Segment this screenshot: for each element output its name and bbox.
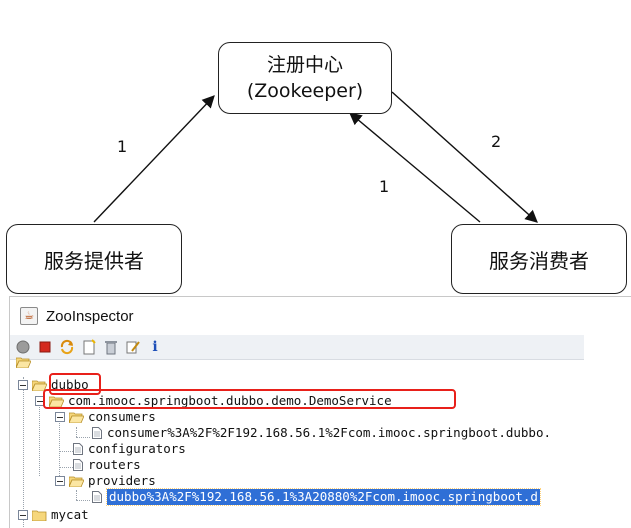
tree-node-label: configurators: [88, 441, 186, 456]
edge-label-consumer-registry: 1: [379, 177, 390, 196]
connect-icon[interactable]: [14, 338, 32, 356]
consumer-node: 服务消费者: [451, 224, 627, 294]
registry-title: 注册中心: [266, 54, 343, 76]
provider-label: 服务提供者: [44, 248, 144, 273]
tree-node-label: mycat: [51, 507, 89, 522]
add-node-icon[interactable]: [80, 338, 98, 356]
node-tree: dubbo com.imooc.springboot.dubbo.demo.De…: [10, 357, 580, 528]
collapse-toggle[interactable]: [55, 476, 65, 486]
edge-label-registry-consumer: 2: [491, 132, 502, 151]
registry-subtitle: (Zookeeper): [246, 80, 364, 102]
info-icon[interactable]: i: [152, 339, 158, 355]
folder-open-icon: [32, 380, 47, 391]
file-icon: [92, 427, 102, 439]
file-icon: [73, 443, 83, 455]
tree-node-label: providers: [88, 473, 156, 488]
window-titlebar[interactable]: ☕ ZooInspector: [10, 297, 631, 335]
consumer-label: 服务消费者: [489, 248, 589, 273]
folder-icon: [32, 510, 47, 521]
refresh-icon[interactable]: [58, 338, 76, 356]
tree-node-label: com.imooc.springboot.dubbo.demo.DemoServ…: [68, 393, 392, 408]
java-app-icon: ☕: [20, 307, 38, 325]
edit-icon[interactable]: [124, 338, 142, 356]
registry-node: 注册中心 (Zookeeper): [218, 42, 392, 114]
root-node[interactable]: [16, 354, 35, 370]
tree-node-label: dubbo: [51, 377, 89, 392]
arrow-provider-to-registry: [93, 95, 215, 223]
arrow-consumer-to-registry: [349, 112, 481, 223]
disconnect-icon[interactable]: [36, 338, 54, 356]
expand-toggle[interactable]: [18, 510, 28, 520]
folder-open-icon: [49, 396, 64, 407]
file-icon: [73, 459, 83, 471]
tree-node-mycat[interactable]: mycat: [18, 507, 89, 523]
folder-open-icon: [69, 412, 84, 423]
tree-node-label: consumers: [88, 409, 156, 424]
tree-node-providers[interactable]: providers: [55, 473, 156, 489]
folder-open-icon: [69, 476, 84, 487]
arrow-registry-to-consumer: [391, 91, 538, 223]
highlight-service: [43, 389, 456, 409]
tree-node-label: routers: [88, 457, 141, 472]
edge-label-provider-registry: 1: [117, 137, 128, 156]
tree-node-provider-entry[interactable]: dubbo%3A%2F%192.168.56.1%3A20880%2Fcom.i…: [92, 488, 541, 506]
zooinspector-window: ☕ ZooInspector i: [9, 296, 631, 528]
tree-node-consumers[interactable]: consumers: [55, 409, 156, 425]
tree-node-label: consumer%3A%2F%2F192.168.56.1%2Fcom.imoo…: [107, 425, 552, 440]
tree-node-service[interactable]: com.imooc.springboot.dubbo.demo.DemoServ…: [35, 393, 392, 409]
highlight-dubbo: [49, 373, 101, 395]
tree-node-configurators[interactable]: configurators: [73, 441, 186, 457]
collapse-toggle[interactable]: [55, 412, 65, 422]
tree-node-routers[interactable]: routers: [73, 457, 141, 473]
tree-node-dubbo[interactable]: dubbo: [18, 377, 89, 393]
toolbar: i: [10, 335, 584, 360]
diagram-arrows: [93, 91, 538, 223]
window-title: ZooInspector: [46, 307, 134, 325]
selected-node-label: dubbo%3A%2F%192.168.56.1%3A20880%2Fcom.i…: [106, 488, 541, 506]
file-icon: [92, 491, 102, 503]
folder-open-icon: [16, 357, 31, 368]
tree-node-consumer-entry[interactable]: consumer%3A%2F%2F192.168.56.1%2Fcom.imoo…: [92, 425, 551, 441]
provider-node: 服务提供者: [6, 224, 182, 294]
delete-node-icon[interactable]: [102, 338, 120, 356]
collapse-toggle[interactable]: [18, 380, 28, 390]
